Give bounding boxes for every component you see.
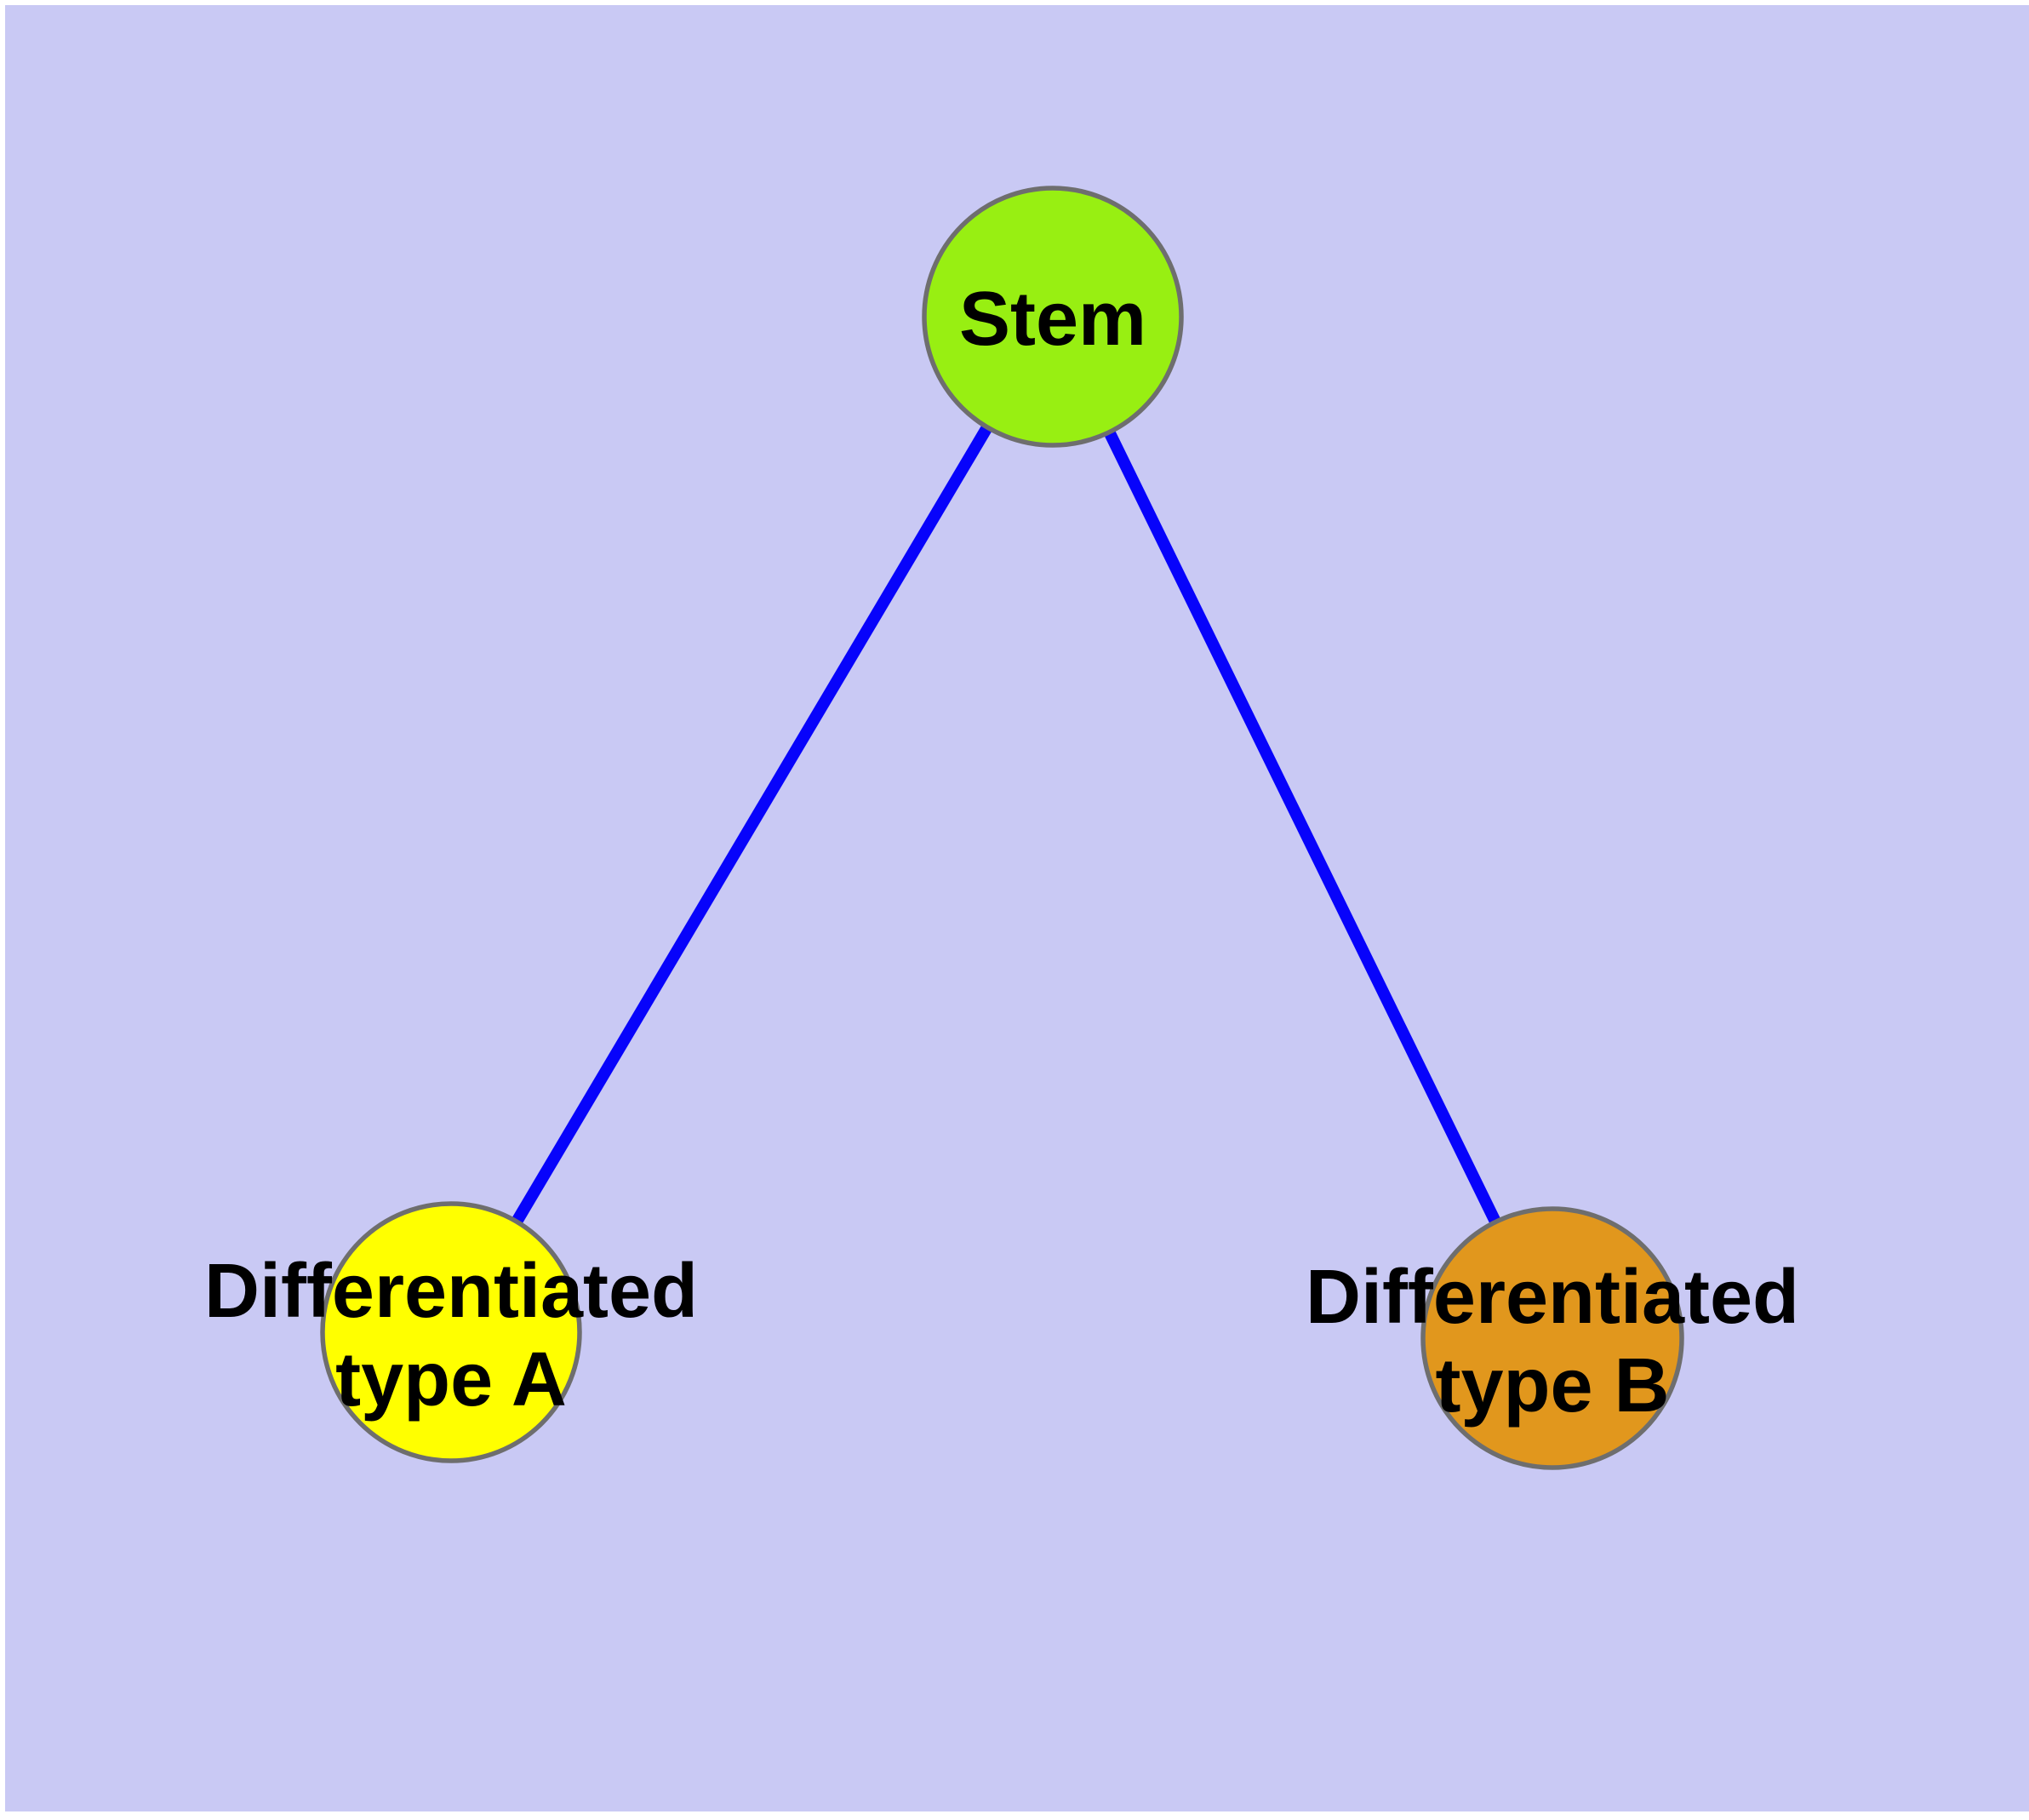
node-type-a-label-line1: Differentiated [204, 1249, 698, 1334]
node-type-a-label-line2: type A [335, 1337, 567, 1422]
edge-stem-to-type-b [1047, 313, 1558, 1342]
node-type-b-label-line2: type B [1435, 1343, 1669, 1428]
node-type-b-label-line1: Differentiated [1306, 1255, 1799, 1340]
node-type-a [320, 1201, 582, 1463]
node-type-b [1420, 1206, 1684, 1470]
node-stem [922, 186, 1184, 448]
edge-stem-to-type-a [445, 313, 1059, 1336]
node-stem-label: Stem [959, 277, 1146, 362]
